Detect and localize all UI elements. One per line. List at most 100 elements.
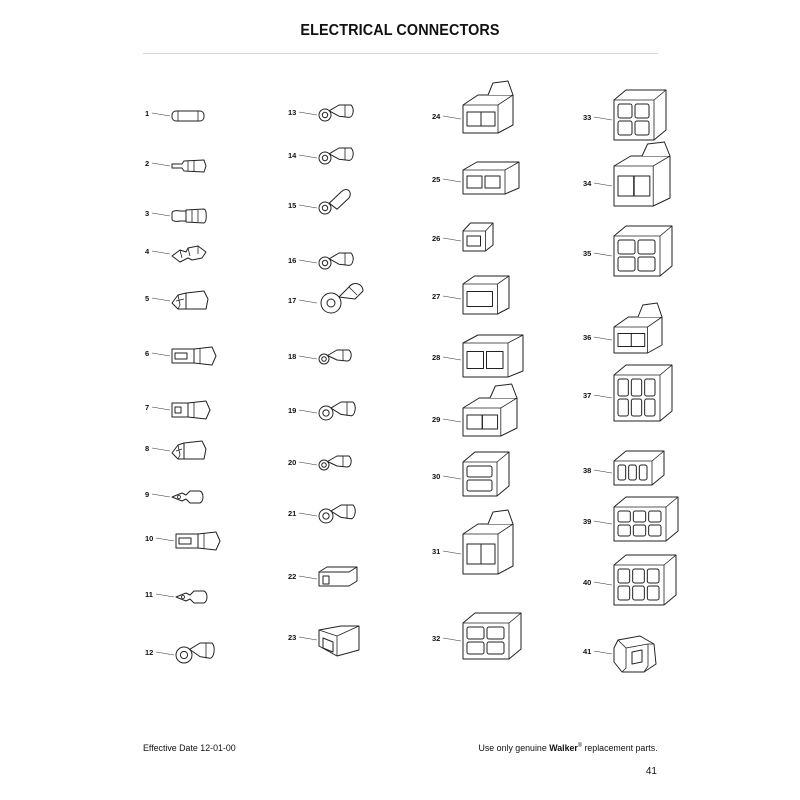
- page-title: ELECTRICAL CONNECTORS: [300, 22, 500, 39]
- part-number-label: 37: [583, 391, 591, 400]
- leader-line: [442, 418, 462, 423]
- leader-line: [298, 636, 318, 641]
- part-26: 26: [432, 222, 494, 252]
- leader-line: [593, 182, 613, 187]
- part-number-label: 39: [583, 517, 591, 526]
- connector-drawing: [462, 612, 522, 660]
- leader-line: [442, 550, 462, 555]
- connector-drawing: [171, 490, 204, 504]
- leader-line: [151, 112, 171, 117]
- leader-line: [298, 204, 318, 209]
- connector-drawing: [171, 208, 207, 224]
- leader-line: [151, 406, 171, 411]
- effective-date: Effective Date 12-01-00: [143, 743, 236, 754]
- part-37: 37: [583, 364, 673, 422]
- part-number-label: 23: [288, 633, 296, 642]
- leader-line: [593, 581, 613, 586]
- connector-drawing: [318, 189, 351, 215]
- connector-drawing: [318, 455, 352, 471]
- connector-drawing: [462, 451, 510, 497]
- part-30: 30: [432, 451, 510, 497]
- leader-line: [593, 650, 613, 655]
- leader-line: [298, 111, 318, 116]
- leader-line: [155, 651, 175, 656]
- part-number-label: 17: [288, 296, 296, 305]
- part-number-label: 10: [145, 534, 153, 543]
- connector-drawing: [613, 364, 673, 422]
- part-number-label: 25: [432, 175, 440, 184]
- part-number-label: 41: [583, 647, 591, 656]
- part-34: 34: [583, 141, 671, 207]
- part-6: 6: [145, 346, 217, 366]
- part-number-label: 36: [583, 333, 591, 342]
- connector-drawing: [175, 590, 208, 604]
- leader-line: [155, 537, 175, 542]
- part-number-label: 27: [432, 292, 440, 301]
- title-divider: [143, 53, 658, 54]
- connector-drawing: [171, 159, 207, 173]
- part-28: 28: [432, 334, 524, 378]
- part-36: 36: [583, 302, 663, 354]
- part-number-label: 18: [288, 352, 296, 361]
- part-7: 7: [145, 400, 211, 420]
- part-4: 4: [145, 245, 207, 263]
- part-number-label: 19: [288, 406, 296, 415]
- connector-drawing: [613, 496, 679, 542]
- part-39: 39: [583, 496, 679, 542]
- connector-drawing: [318, 401, 356, 421]
- part-41: 41: [583, 635, 657, 673]
- leader-line: [151, 162, 171, 167]
- notice-suffix: replacement parts.: [582, 743, 658, 755]
- connector-drawing: [171, 346, 217, 366]
- connector-drawing: [462, 80, 514, 134]
- part-number-label: 15: [288, 201, 296, 210]
- leader-line: [298, 409, 318, 414]
- connector-drawing: [171, 245, 207, 263]
- connector-drawing: [613, 635, 657, 673]
- connector-drawing: [462, 275, 510, 315]
- connector-drawing: [318, 566, 358, 587]
- part-number-label: 6: [145, 349, 149, 358]
- part-33: 33: [583, 89, 667, 141]
- part-31: 31: [432, 509, 514, 575]
- part-number-label: 35: [583, 249, 591, 258]
- connector-drawing: [171, 400, 211, 420]
- leader-line: [593, 116, 613, 121]
- leader-line: [442, 115, 462, 120]
- connector-drawing: [318, 625, 360, 657]
- part-8: 8: [145, 440, 207, 460]
- part-25: 25: [432, 161, 520, 195]
- leader-line: [593, 469, 613, 474]
- part-number-label: 22: [288, 572, 296, 581]
- part-38: 38: [583, 450, 665, 486]
- leader-line: [151, 447, 171, 452]
- part-number-label: 2: [145, 159, 149, 168]
- part-number-label: 16: [288, 256, 296, 265]
- part-number-label: 12: [145, 648, 153, 657]
- page-number: 41: [645, 766, 657, 777]
- part-32: 32: [432, 612, 522, 660]
- part-9: 9: [145, 490, 204, 504]
- part-number-label: 20: [288, 458, 296, 467]
- part-12: 12: [145, 642, 215, 664]
- connector-drawing: [171, 290, 209, 310]
- connector-drawing: [462, 161, 520, 195]
- part-16: 16: [288, 252, 354, 270]
- part-number-label: 3: [145, 209, 149, 218]
- part-number-label: 30: [432, 472, 440, 481]
- connector-drawing: [462, 334, 524, 378]
- leader-line: [593, 394, 613, 399]
- connector-drawing: [613, 450, 665, 486]
- connector-drawing: [613, 225, 673, 277]
- leader-line: [298, 461, 318, 466]
- part-3: 3: [145, 208, 207, 224]
- connector-drawing: [613, 141, 671, 207]
- leader-line: [151, 212, 171, 217]
- part-13: 13: [288, 104, 354, 122]
- part-number-label: 32: [432, 634, 440, 643]
- leader-line: [442, 178, 462, 183]
- part-number-label: 24: [432, 112, 441, 121]
- leader-line: [442, 295, 462, 300]
- part-10: 10: [145, 531, 221, 551]
- leader-line: [151, 250, 171, 255]
